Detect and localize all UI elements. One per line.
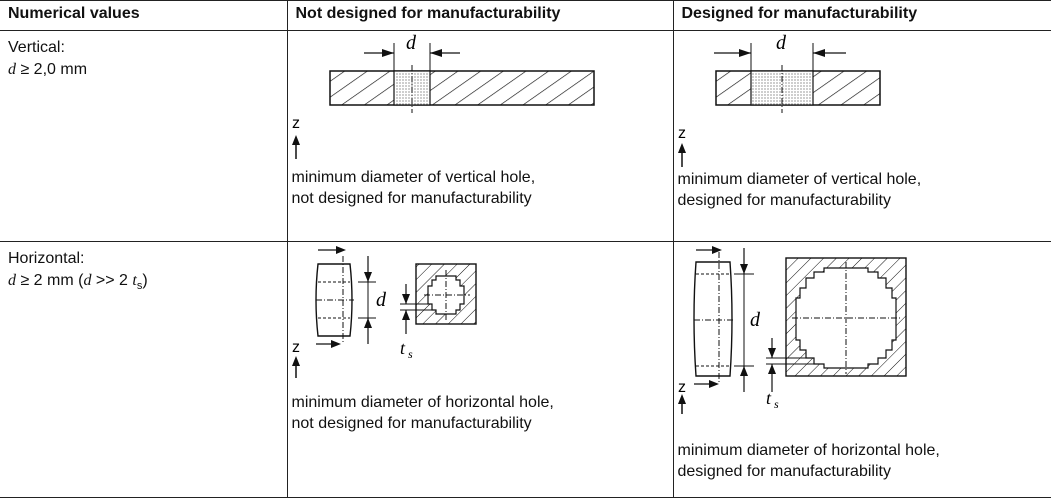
caption-vertical-designed: minimum diameter of vertical hole, desig… bbox=[678, 169, 922, 211]
vertical-not-designed-cell: d z minimum diameter of vertical hole, n… bbox=[287, 31, 673, 242]
horizontal-values-cell: Horizontal: d ≥ 2 mm (d >> 2 ts) bbox=[0, 242, 287, 498]
z-axis-label: z bbox=[678, 379, 686, 396]
thickness-label-s: s bbox=[408, 347, 413, 361]
thickness-label-s: s bbox=[774, 397, 779, 411]
thickness-label-t: t bbox=[400, 338, 406, 358]
dimension-label-d: d bbox=[750, 309, 761, 331]
header-row: Numerical values Not designed for manufa… bbox=[0, 1, 1051, 31]
vertical-designed-cell: d z minimum diameter of vertical hole, d… bbox=[673, 31, 1051, 242]
z-axis-label: z bbox=[292, 115, 300, 132]
vertical-rule: d ≥ 2,0 mm bbox=[8, 59, 279, 81]
header-numerical-values: Numerical values bbox=[0, 1, 287, 31]
z-axis-label: z bbox=[292, 339, 300, 356]
dimension-label-d: d bbox=[776, 32, 787, 54]
horizontal-label: Horizontal: bbox=[8, 248, 279, 270]
rule-text: ≥ 2,0 mm bbox=[16, 61, 87, 78]
horizontal-not-designed-cell: d t s z bbox=[287, 242, 673, 498]
z-axis-label: z bbox=[678, 125, 686, 142]
caption-horizontal-designed: minimum diameter of horizontal hole, des… bbox=[678, 440, 940, 482]
dimension-label-d: d bbox=[376, 289, 387, 311]
table-row-vertical: Vertical: d ≥ 2,0 mm bbox=[0, 31, 1051, 242]
horizontal-designed-cell: d t s z bbox=[673, 242, 1051, 498]
dimension-label-d: d bbox=[406, 32, 417, 54]
vertical-label: Vertical: bbox=[8, 37, 279, 59]
header-not-designed: Not designed for manufacturability bbox=[287, 1, 673, 31]
rule-var-d: d bbox=[8, 61, 16, 78]
vertical-values-cell: Vertical: d ≥ 2,0 mm bbox=[0, 31, 287, 242]
header-designed: Designed for manufacturability bbox=[673, 1, 1051, 31]
horizontal-hole-not-designed-diagram: d t s z bbox=[288, 242, 674, 485]
caption-horizontal-not-designed: minimum diameter of horizontal hole, not… bbox=[292, 392, 554, 434]
thickness-label-t: t bbox=[766, 388, 772, 408]
horizontal-rule: d ≥ 2 mm (d >> 2 ts) bbox=[8, 270, 279, 297]
table-row-horizontal: Horizontal: d ≥ 2 mm (d >> 2 ts) bbox=[0, 242, 1051, 498]
caption-vertical-not-designed: minimum diameter of vertical hole, not d… bbox=[292, 167, 536, 209]
